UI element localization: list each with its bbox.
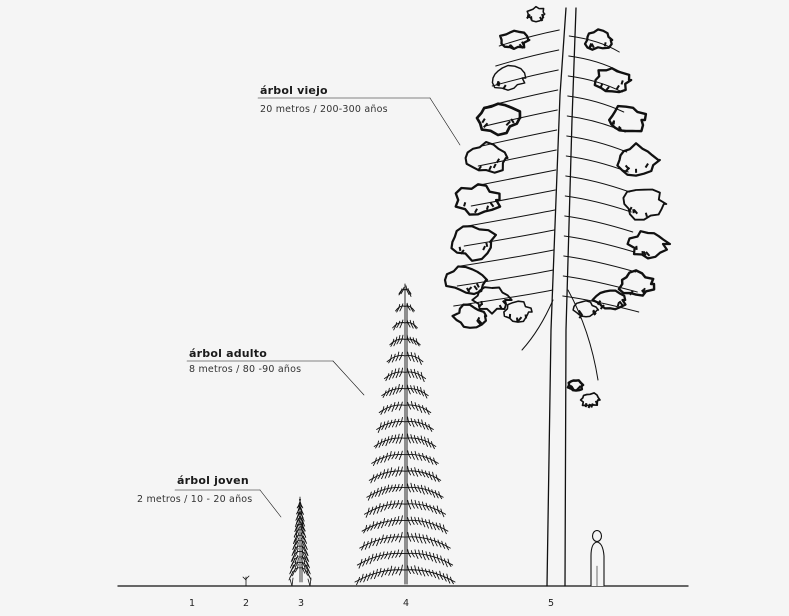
old-tree-label: árbol viejo 20 metros / 200-300 años [258,84,460,145]
young-tree-title: árbol joven [177,474,249,487]
stage-number-1: 1 [189,598,195,609]
young-tree-leader [260,490,281,517]
young-tree-illustration [289,497,311,586]
adult-tree-label: árbol adulto 8 metros / 80 -90 años [187,347,364,395]
human-figure [591,531,604,587]
stage-number-2: 2 [243,598,249,609]
old-tree-leader [430,98,460,145]
adult-tree-illustration [355,284,455,585]
adult-tree-leader [333,361,364,395]
stage-number-5: 5 [548,598,554,609]
young-tree-subtitle: 2 metros / 10 - 20 años [137,494,252,505]
stage-number-3: 3 [298,598,304,609]
young-tree-label: árbol joven 2 metros / 10 - 20 años [137,474,281,517]
adult-tree-subtitle: 8 metros / 80 -90 años [189,364,301,375]
seedling-stage-2 [243,576,249,586]
stage-number-4: 4 [403,598,409,609]
old-tree-illustration [445,7,670,586]
adult-tree-title: árbol adulto [189,347,267,360]
old-tree-subtitle: 20 metros / 200-300 años [260,104,388,115]
old-tree-title: árbol viejo [260,84,328,97]
